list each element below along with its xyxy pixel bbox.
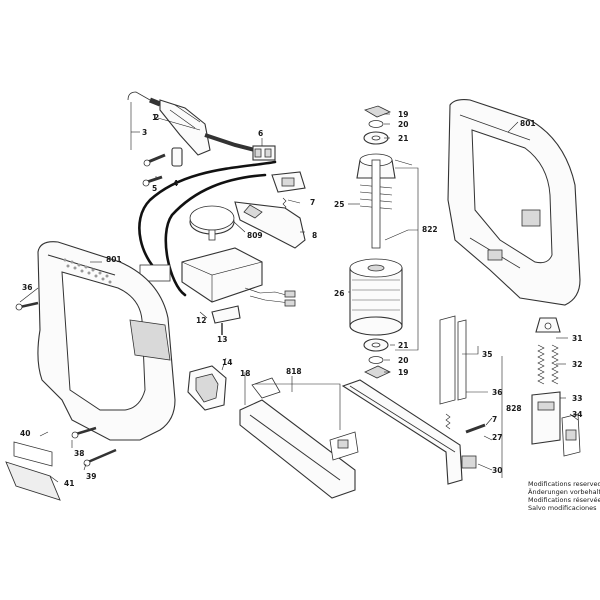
callout-33: 33 [572, 394, 582, 403]
callout-4: 4 [173, 179, 178, 188]
note-line-4: Salvo modificaciones [528, 504, 597, 512]
internal-wiring [138, 160, 277, 297]
callout-828: 828 [506, 404, 522, 413]
motor-stack [349, 105, 403, 379]
callout-30: 30 [492, 466, 502, 475]
callout-20-bottom: 20 [398, 356, 408, 365]
callout-34: 34 [572, 410, 582, 419]
callout-labels: 1 3 2 6 4 5 7 8 809 801 12 13 14 18 818 … [20, 110, 582, 488]
power-cord-assembly [127, 91, 256, 156]
callout-822: 822 [422, 225, 438, 234]
callout-12: 12 [196, 316, 206, 325]
callout-809: 809 [247, 231, 263, 240]
cord-grommet [159, 99, 211, 156]
callout-7-lower: 7 [492, 415, 497, 424]
screw-group-top-left [142, 147, 183, 187]
latch-assembly [531, 317, 581, 457]
callout-818: 818 [286, 367, 302, 376]
callout-35: 35 [482, 350, 492, 359]
warning-label [5, 461, 61, 501]
callout-6: 6 [258, 129, 263, 138]
note-line-2: Änderungen vorbehalten [528, 487, 600, 496]
callout-21-top: 21 [398, 134, 408, 143]
callout-27: 27 [492, 433, 502, 442]
driver-assembly [341, 315, 486, 485]
leader-lines [19, 113, 579, 483]
callout-7: 7 [310, 198, 315, 207]
callout-5: 5 [152, 184, 157, 193]
callout-3: 3 [142, 128, 147, 137]
note-line-3: Modifications réservées [528, 496, 600, 504]
magazine-818 [239, 377, 359, 499]
callout-20-top: 20 [398, 120, 408, 129]
electronics-module [139, 247, 296, 307]
plug-13 [211, 305, 241, 335]
housing-screws [15, 301, 117, 467]
housing-left [37, 241, 176, 441]
callout-19-top: 19 [398, 110, 408, 119]
callout-19-bottom: 19 [398, 368, 408, 377]
callout-2: 2 [154, 113, 159, 122]
callout-41: 41 [64, 479, 74, 488]
callout-26: 26 [334, 289, 344, 298]
motor-shaft [371, 159, 381, 249]
callout-14: 14 [222, 358, 232, 367]
callout-38: 38 [74, 449, 84, 458]
callout-25: 25 [334, 200, 344, 209]
housing-right [447, 99, 581, 306]
bumper-14 [187, 365, 227, 411]
terminal-block [239, 145, 276, 161]
callout-801-right: 801 [520, 119, 536, 128]
callout-36-left: 36 [22, 283, 32, 292]
callout-8: 8 [312, 231, 317, 240]
cord-clamp [171, 147, 183, 167]
callout-31: 31 [572, 334, 582, 343]
callout-40: 40 [20, 429, 30, 438]
capacitor-block [139, 264, 171, 282]
note-line-1: Modifications reserved [528, 480, 600, 488]
trigger [234, 201, 306, 249]
callout-39: 39 [86, 472, 96, 481]
callout-1: 1 [152, 113, 157, 122]
switch-box [271, 171, 306, 193]
callout-801-left: 801 [106, 255, 122, 264]
guide-35 [439, 315, 456, 405]
modifications-note: Modifications reserved Änderungen vorbeh… [528, 480, 600, 512]
label-plates [5, 441, 61, 501]
callout-18: 18 [240, 369, 250, 378]
callout-32: 32 [572, 360, 582, 369]
callout-21-bottom: 21 [398, 341, 408, 350]
cap-809 [189, 205, 235, 241]
callout-36: 36 [492, 388, 502, 397]
callout-13: 13 [217, 335, 227, 344]
